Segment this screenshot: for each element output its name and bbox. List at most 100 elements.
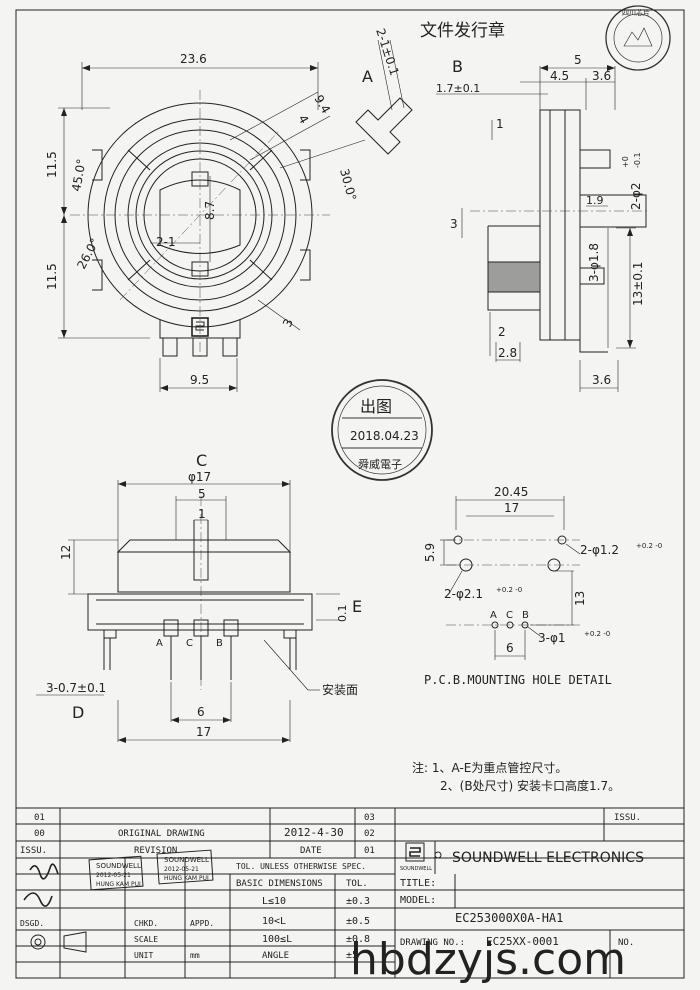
dim-c-12: 12 bbox=[59, 545, 73, 560]
drawing-label: DRAWING NO.: bbox=[400, 938, 465, 948]
pcb-hole-1-tol: +0.2 -0 bbox=[584, 630, 610, 638]
dim-b-5: 5 bbox=[574, 53, 582, 67]
designer-signature bbox=[29, 863, 59, 880]
title-label: TITLE: bbox=[400, 878, 436, 889]
note-line-1: 注: 1、A-E为重点管控尺寸。 bbox=[412, 760, 567, 775]
dim-b-3: 3 bbox=[450, 217, 458, 231]
dim-9-5: 9.5 bbox=[190, 373, 209, 387]
issu-label: ISSU. bbox=[20, 846, 47, 856]
unit-value: mm bbox=[190, 951, 200, 960]
dim-b-3-6: 3.6 bbox=[592, 69, 611, 83]
dim-b-1-7: 1.7±0.1 bbox=[436, 82, 480, 95]
dim-c-1: 1 bbox=[198, 507, 206, 521]
dim-c-17: 17 bbox=[196, 725, 211, 739]
dim-8-7: 8.7 bbox=[203, 201, 217, 220]
model-value: EC253000X0A-HA1 bbox=[455, 911, 563, 925]
dsgd-label: DSGD. bbox=[20, 919, 44, 928]
pcb-dim-6: 6 bbox=[506, 641, 514, 655]
dim-c-5: 5 bbox=[198, 487, 206, 501]
pin-a-label: A bbox=[156, 638, 163, 649]
pin-c-label: C bbox=[186, 638, 193, 649]
dim-b-13: 13±0.1 bbox=[631, 262, 645, 306]
stamp-date: 2018.04.23 bbox=[350, 429, 419, 443]
seal-text: 四川芯片 bbox=[622, 8, 650, 17]
dim-4: 4 bbox=[295, 113, 311, 127]
label-view-e: E bbox=[352, 597, 362, 616]
pcb-caption: P.C.B.MOUNTING HOLE DETAIL bbox=[424, 673, 612, 687]
soundwell-logo: SOUNDWELL bbox=[400, 842, 442, 872]
dim-b-1: 1 bbox=[496, 117, 504, 131]
dim-b-2-8: 2.8 bbox=[498, 346, 517, 360]
revision-label: REVISION bbox=[134, 846, 177, 856]
pcb-hole-2-1-tol: +0.2 -0 bbox=[496, 586, 522, 594]
tol-unless: TOL. UNLESS OTHERWISE SPEC. bbox=[236, 862, 366, 871]
company-name: SOUNDWELL ELECTRONICS bbox=[452, 850, 644, 866]
angle-45: 45.0° bbox=[69, 158, 88, 193]
tol-label: TOL. bbox=[346, 879, 368, 889]
dim-c-3-0-7: 3-0.7±0.1 bbox=[46, 681, 106, 695]
unit-label: UNIT bbox=[134, 951, 153, 960]
dim-b-1-9: 1.9 bbox=[586, 194, 604, 207]
approval-stamp-2: SOUNDWELL 2012-05-21 HUNG KAM PUI bbox=[156, 849, 214, 885]
rev-01-right: 01 bbox=[364, 846, 375, 856]
dim-9-4: 9.4 bbox=[311, 93, 333, 117]
tol-2: ±0.5 bbox=[346, 916, 370, 927]
pcb-dim-5-9: 5.9 bbox=[423, 543, 437, 562]
pcb-dim-20-45: 20.45 bbox=[494, 485, 528, 499]
label-view-b: B bbox=[452, 57, 463, 76]
dim-b-2: 2 bbox=[498, 325, 506, 339]
pcb-pin-a: A bbox=[490, 610, 497, 621]
label-view-c: C bbox=[196, 451, 207, 470]
angle-30: 30.0° bbox=[337, 167, 359, 202]
chkd-label: CHKD. bbox=[134, 919, 158, 928]
range-2: 10<L bbox=[262, 916, 286, 927]
dim-c-6: 6 bbox=[197, 705, 205, 719]
orig-date: 2012-4-30 bbox=[284, 826, 344, 839]
rev-01: 01 bbox=[34, 813, 45, 823]
logo-text: SOUNDWELL bbox=[400, 866, 432, 872]
original-drawing: ORIGINAL DRAWING bbox=[118, 829, 205, 839]
pcb-hole-1: 3-φ1 bbox=[538, 631, 566, 645]
svg-text:2012-05-21: 2012-05-21 bbox=[164, 866, 199, 873]
sheet-border bbox=[15, 9, 685, 979]
pcb-dim-17: 17 bbox=[504, 501, 519, 515]
range-1: L≤10 bbox=[262, 896, 286, 907]
dim-b-3-6-bottom: 3.6 bbox=[592, 373, 611, 387]
pcb-hole-1-2: 2-φ1.2 bbox=[580, 543, 619, 557]
pcb-pin-b: B bbox=[522, 610, 529, 621]
tol-3: ±0.8 bbox=[346, 934, 370, 945]
label-view-d: D bbox=[72, 703, 84, 722]
tol-1: ±0.3 bbox=[346, 896, 370, 907]
angle-26: 26.0° bbox=[74, 236, 102, 271]
tol-4: ±5 bbox=[346, 950, 358, 961]
svg-text:SOUNDWELL: SOUNDWELL bbox=[164, 856, 209, 864]
svg-text:HUNG KAM PUI: HUNG KAM PUI bbox=[96, 881, 141, 888]
projection-symbol bbox=[30, 931, 87, 953]
note-line-2: 2、(B处尺寸) 安装卡口高度1.7。 bbox=[440, 778, 620, 793]
angle-label: ANGLE bbox=[262, 951, 289, 961]
rev-03: 03 bbox=[364, 813, 375, 823]
pcb-pin-c: C bbox=[506, 610, 513, 621]
watermark: hbdzyjs.com bbox=[350, 934, 626, 985]
svg-text:SOUNDWELL: SOUNDWELL bbox=[96, 862, 141, 870]
dim-b-4-5: 4.5 bbox=[550, 69, 569, 83]
pcb-hole-2-1: 2-φ2.1 bbox=[444, 587, 483, 601]
rev-02: 02 bbox=[364, 829, 375, 839]
dim-c-dia17: φ17 bbox=[188, 470, 211, 484]
view-a-front: 23.6 11.5 bbox=[45, 27, 413, 392]
approval-stamp-1: SOUNDWELL 2012-05-21 HUNG KAM PUI bbox=[88, 855, 144, 891]
dim-23-6: 23.6 bbox=[180, 52, 207, 66]
pcb-hole-detail: 20.45 17 5.9 2-φ1.2 +0.2 -0 2-φ2.1 +0.2 … bbox=[423, 485, 662, 687]
drawing-value: EC25XX-0001 bbox=[486, 935, 559, 948]
company-round-seal: 四川芯片 bbox=[605, 5, 671, 71]
dim-11-5-bottom: 11.5 bbox=[45, 263, 59, 290]
view-b-side: B 5 4.5 3.6 1.7±0.1 1 2-φ2 +0 -0.1 1.9 3 bbox=[436, 53, 650, 392]
scale-label: SCALE bbox=[134, 935, 158, 944]
basic-dims: BASIC DIMENSIONS bbox=[236, 879, 323, 889]
pin-b-label: B bbox=[216, 638, 223, 649]
release-stamp: 出图 2018.04.23 舜威電子 bbox=[331, 379, 433, 481]
doc-release-label: 文件发行章 bbox=[420, 21, 505, 41]
title-block: 01 00 03 02 01 ORIGINAL DRAWING 2012-4-3… bbox=[16, 807, 684, 978]
dim-3: 3 bbox=[280, 316, 296, 329]
